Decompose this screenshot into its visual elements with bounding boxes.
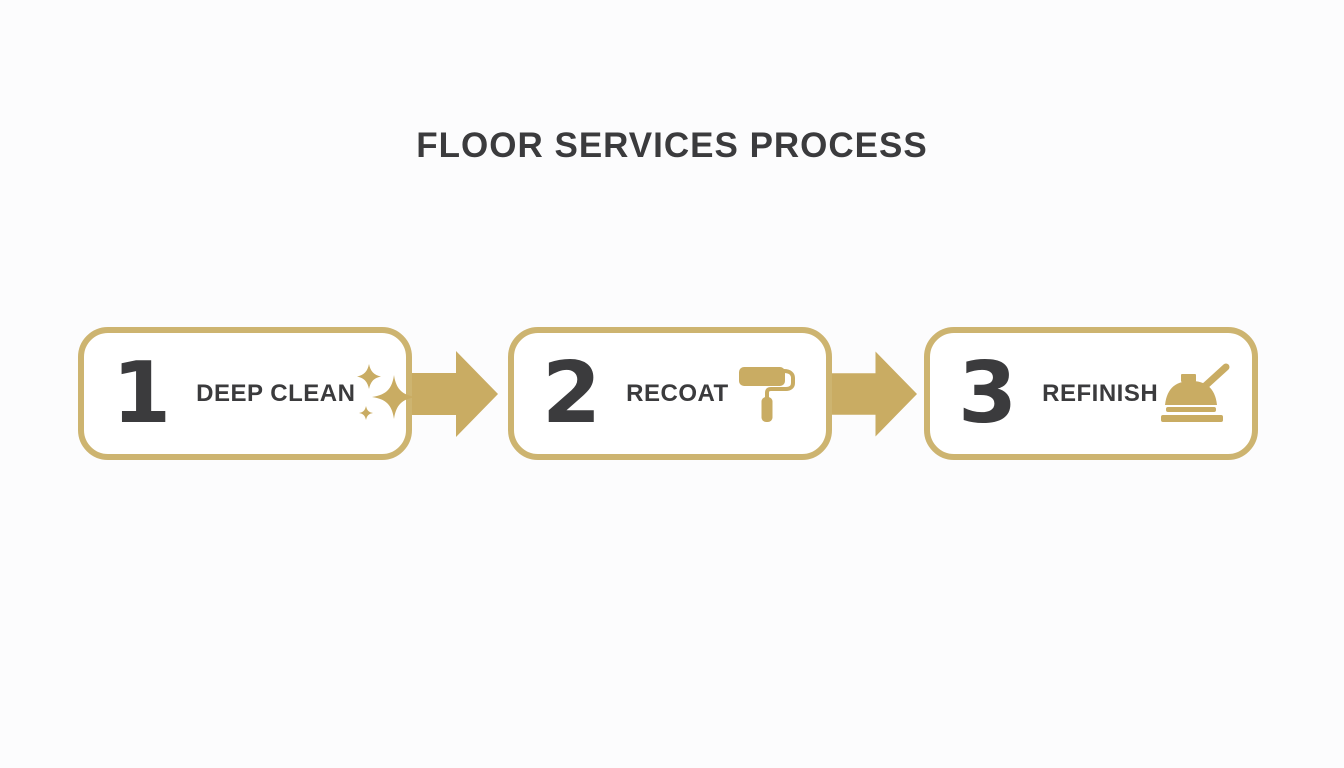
floor-buffer-icon bbox=[1158, 363, 1232, 425]
step-box-recoat: 2 RECOAT bbox=[508, 327, 832, 460]
step-number: 2 bbox=[542, 344, 601, 443]
sparkles-icon bbox=[355, 362, 417, 426]
process-flow: 1 DEEP CLEAN 2 RECOAT bbox=[78, 327, 1258, 460]
step-label: DEEP CLEAN bbox=[196, 379, 356, 407]
step-number: 3 bbox=[958, 344, 1017, 443]
step-number: 1 bbox=[112, 344, 171, 443]
step-box-refinish: 3 REFINISH bbox=[924, 327, 1258, 460]
step-label: REFINISH bbox=[1042, 379, 1159, 407]
arrow-right-icon bbox=[412, 349, 508, 439]
arrow-right-icon bbox=[832, 349, 924, 439]
step-box-deep-clean: 1 DEEP CLEAN bbox=[78, 327, 417, 460]
page-title: FLOOR SERVICES PROCESS bbox=[416, 126, 928, 165]
paint-roller-icon bbox=[738, 363, 798, 425]
step-label: RECOAT bbox=[626, 379, 729, 407]
